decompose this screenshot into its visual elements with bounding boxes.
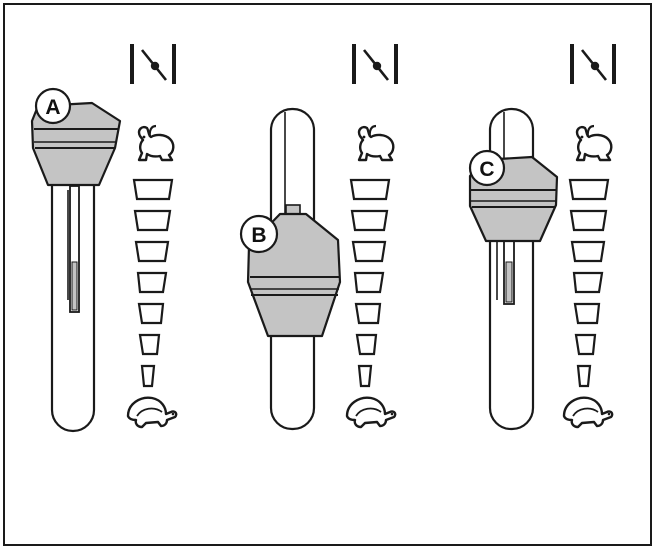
lever-engage-icon	[570, 42, 616, 86]
rabbit-icon	[357, 124, 395, 162]
lever-c-stem-fill	[505, 261, 513, 303]
turtle-icon	[345, 396, 397, 429]
scale-a-group	[126, 42, 178, 429]
lever-engage-icon	[130, 42, 176, 86]
lever-c-group: C	[468, 107, 559, 431]
speed-scale-c	[568, 178, 610, 388]
callout-b-label: B	[251, 224, 266, 247]
lever-a-group: A	[30, 87, 122, 433]
lever-engage-icon	[352, 42, 398, 86]
callout-b	[239, 214, 279, 254]
rabbit-icon	[137, 124, 175, 162]
turtle-icon	[562, 396, 614, 429]
speed-scale-b	[349, 178, 391, 388]
callout-c	[468, 149, 506, 187]
rabbit-icon	[575, 124, 613, 162]
scale-b-group	[345, 42, 398, 429]
lever-a-stem-fill	[71, 261, 78, 311]
scale-c-group	[562, 42, 616, 429]
lever-b-group: B	[239, 107, 342, 431]
turtle-icon	[126, 396, 178, 429]
callout-c-label: C	[479, 158, 494, 181]
callout-a-label: A	[45, 96, 60, 119]
callout-a	[34, 87, 72, 125]
speed-scale-a	[132, 178, 174, 388]
